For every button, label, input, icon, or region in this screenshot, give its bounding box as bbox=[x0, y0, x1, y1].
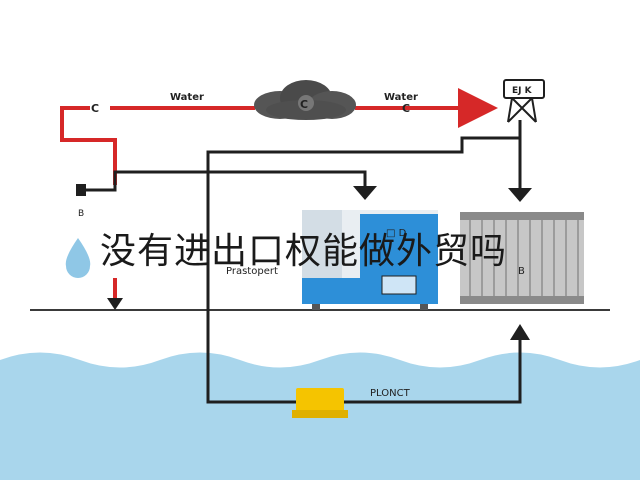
tower-icon bbox=[503, 79, 545, 123]
yellow-pump bbox=[292, 388, 348, 418]
arrow-to-container bbox=[508, 188, 532, 202]
arrow-up-from-water bbox=[510, 324, 530, 340]
label-plonct: PLONCT bbox=[370, 388, 411, 399]
label-c-right: C bbox=[402, 102, 410, 115]
left-valve bbox=[76, 184, 86, 196]
label-c-cloud: C bbox=[300, 98, 308, 111]
label-tower: EJ K bbox=[512, 86, 533, 96]
red-arrow-down-head bbox=[107, 298, 123, 310]
machine-unit bbox=[302, 210, 438, 310]
black-pipe-frame bbox=[206, 136, 520, 295]
black-pipe-upper bbox=[80, 170, 367, 192]
label-water-left: Water bbox=[170, 92, 204, 103]
arrow-to-machine bbox=[353, 186, 377, 200]
label-b-left: B bbox=[78, 209, 84, 219]
label-c-left: C bbox=[91, 102, 99, 115]
red-pipe bbox=[60, 106, 117, 185]
water-drop-icon bbox=[65, 238, 91, 278]
cloud-icon bbox=[254, 80, 356, 120]
black-pipe-lower bbox=[206, 282, 522, 404]
label-water-right: Water bbox=[384, 92, 418, 103]
label-container-b: B bbox=[518, 266, 525, 277]
overlay-title: 没有进出口权能做外贸吗 bbox=[100, 231, 508, 272]
label-prastopert: Prastopert bbox=[226, 266, 278, 277]
label-machine-panel: □ D bbox=[386, 228, 407, 239]
storage-container bbox=[460, 212, 584, 304]
